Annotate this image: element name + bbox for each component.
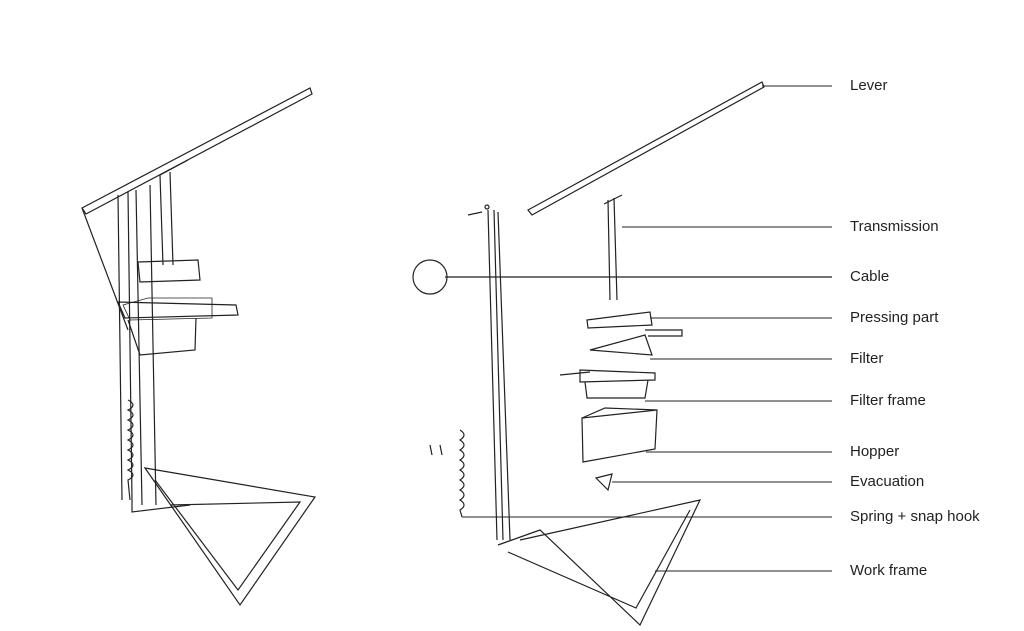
exploded-view xyxy=(412,81,832,627)
label-work-frame: Work frame xyxy=(850,562,928,579)
label-filter-frame: Filter frame xyxy=(850,392,926,409)
label-spring-snap-hook: Spring + snap hook xyxy=(850,508,980,525)
label-evacuation: Evacuation xyxy=(850,473,925,490)
label-cable: Cable xyxy=(850,268,890,285)
label-lever: Lever xyxy=(850,77,888,94)
label-transmission: Transmission xyxy=(850,218,939,235)
label-filter: Filter xyxy=(850,350,884,367)
assembled-press xyxy=(81,87,317,607)
label-pressing-part: Pressing part xyxy=(850,309,939,326)
label-hopper: Hopper xyxy=(850,443,900,460)
leader-lines xyxy=(462,85,832,572)
